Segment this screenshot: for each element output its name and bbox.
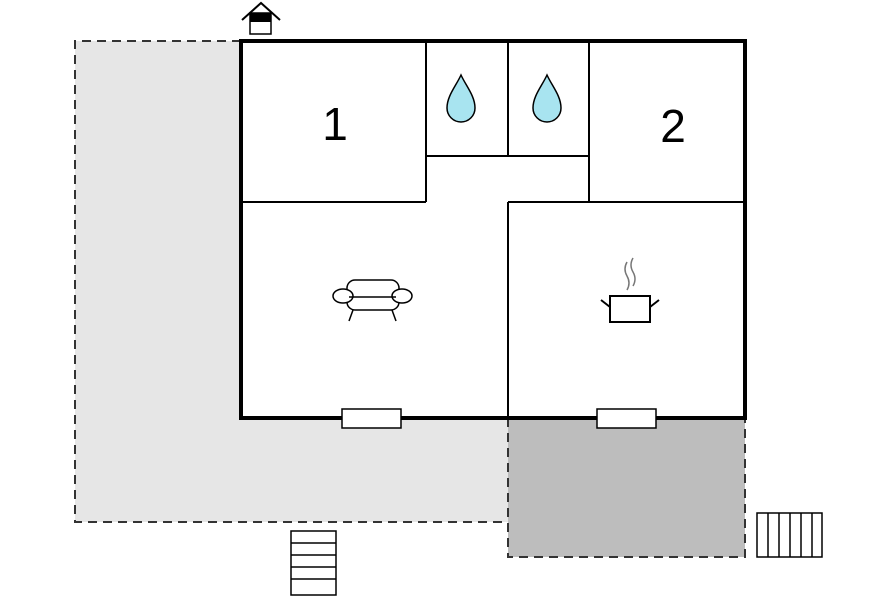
house-outline — [239, 39, 747, 420]
bedroom-1-label: 1 — [322, 98, 348, 150]
terrace-left — [74, 40, 508, 523]
window-living-room — [341, 408, 402, 429]
water-drop-icon — [532, 73, 562, 123]
bedroom-2-label: 2 — [660, 100, 686, 152]
interior-walls — [241, 41, 745, 418]
house-entrance-icon — [241, 1, 281, 35]
terrace-right — [507, 418, 746, 558]
water-drop-icon — [446, 73, 476, 123]
sofa-icon — [332, 279, 413, 322]
cooking-pot-icon — [600, 257, 660, 323]
stairs-bottom — [290, 530, 337, 596]
window-kitchen — [596, 408, 657, 429]
stairs-right — [756, 512, 823, 558]
